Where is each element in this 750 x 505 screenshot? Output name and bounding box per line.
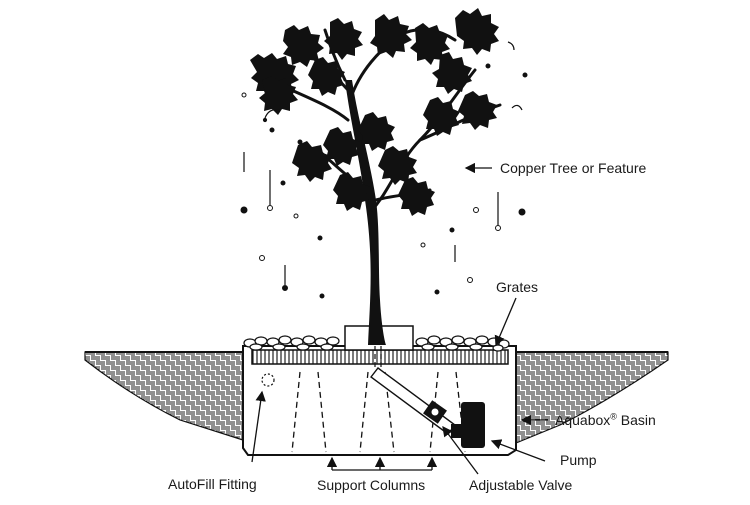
label-adjustable-valve: Adjustable Valve — [469, 477, 573, 493]
water-particles — [240, 63, 528, 299]
pump — [451, 402, 485, 448]
copper-tree — [250, 8, 502, 345]
grate-layer — [251, 349, 509, 365]
label-copper-tree: Copper Tree or Feature — [500, 160, 647, 176]
autofill-fitting — [261, 373, 275, 387]
arrow-grates — [494, 297, 517, 347]
soil-right — [515, 351, 669, 444]
arrow-pump — [490, 439, 546, 462]
motion-swirls — [262, 41, 523, 123]
label-aquabox-basin: Aquabox® Basin — [555, 412, 656, 428]
pipe-vertical — [374, 330, 382, 370]
arrow-adjustable-valve — [442, 425, 479, 475]
adjustable-valve — [423, 400, 447, 424]
leader-arrows — [251, 162, 548, 475]
label-support-columns: Support Columns — [317, 477, 426, 493]
arrow-autofill — [251, 390, 266, 463]
registered-mark: ® — [610, 411, 617, 422]
gravel-left — [243, 335, 340, 351]
label-pump: Pump — [560, 452, 597, 468]
soil-left — [84, 351, 244, 441]
label-grates: Grates — [496, 279, 539, 295]
label-aquabox-rest: Basin — [616, 412, 656, 428]
label-aquabox-name: Aquabox — [555, 412, 611, 428]
label-autofill: AutoFill Fitting — [168, 476, 257, 492]
